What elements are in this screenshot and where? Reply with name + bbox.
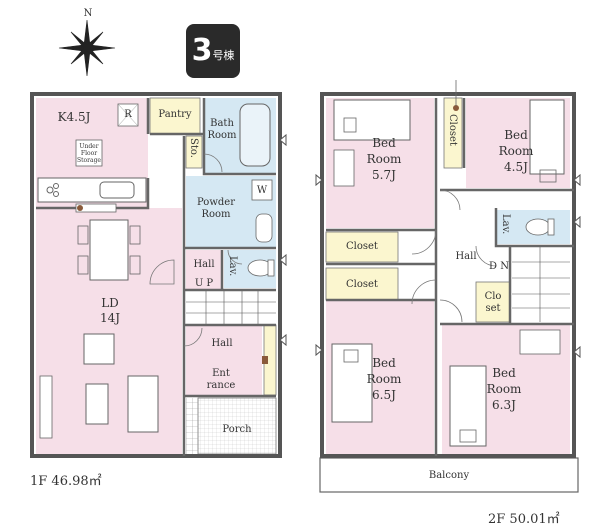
entrance-label-1: Ent	[212, 368, 230, 379]
bed-b-label-2: Room	[498, 144, 534, 158]
hall-lower-label: Hall	[211, 338, 233, 349]
closet-1-label: Closet	[346, 241, 378, 252]
bed-a-label-3: 5.7J	[372, 168, 396, 182]
stair1-area	[186, 290, 276, 324]
bed-c-label-2: Room	[366, 372, 402, 386]
bed-b-label-3: 4.5J	[504, 160, 528, 174]
under-floor-label-1: Under	[79, 143, 99, 150]
hall2-label: Hall	[455, 251, 477, 262]
floor1-plan	[30, 92, 287, 458]
lav1-label: Lav.	[227, 256, 238, 277]
clo-label-2: set	[485, 303, 501, 314]
entrance-label-2: rance	[206, 380, 236, 391]
powder-label-1: Powder	[196, 197, 235, 208]
balcony-label: Balcony	[428, 470, 470, 481]
bed-a-label-2: Room	[366, 152, 402, 166]
floor2-plan	[315, 80, 581, 493]
bed-d-label-3: 6.3J	[492, 398, 516, 412]
closet-2-label: Closet	[346, 279, 378, 290]
bed-b-label-1: Bed	[504, 128, 528, 142]
under-floor-label-2: Floor	[80, 150, 98, 157]
kitchen-label: K4.5J	[57, 110, 91, 124]
bed-d-label-1: Bed	[492, 366, 516, 380]
pantry-area	[149, 97, 201, 135]
bed-a-label-1: Bed	[372, 136, 396, 150]
up-label: U P	[194, 278, 214, 289]
pantry-label: Pantry	[158, 109, 192, 120]
refrigerator-label: R	[124, 109, 132, 120]
clo-label-1: Clo	[484, 291, 502, 302]
closet-tall-label: Closet	[447, 114, 458, 146]
hall-upper-area	[186, 250, 222, 290]
bed-d-label-2: Room	[486, 382, 522, 396]
floor2-area-label: 2F 50.01㎡	[488, 512, 560, 527]
porch-label: Porch	[222, 424, 252, 435]
bed-c-label-3: 6.5J	[372, 388, 396, 402]
compass-rose-icon	[58, 19, 116, 77]
entrance-area	[186, 358, 262, 396]
ld-label-2: 14J	[99, 311, 121, 325]
washer-label: W	[256, 185, 268, 196]
north-label: N	[83, 8, 93, 19]
storage-small-area	[185, 135, 203, 169]
bath-label-2: Room	[207, 130, 237, 141]
lav2-label: Lav.	[500, 214, 511, 235]
bed-c-label-1: Bed	[372, 356, 396, 370]
ld-label-1: LD	[101, 296, 119, 310]
under-floor-label-3: Storage	[77, 157, 101, 164]
storage-small-label: Sto.	[188, 138, 199, 158]
floor1-area-label: 1F 46.98㎡	[30, 474, 102, 489]
bath-label-1: Bath	[210, 118, 234, 129]
porch-area	[197, 397, 277, 455]
powder-label-2: Room	[201, 209, 231, 220]
down-label: D N	[489, 261, 509, 272]
hall-lower-area	[186, 325, 262, 358]
hall-upper-label: Hall	[193, 259, 215, 270]
